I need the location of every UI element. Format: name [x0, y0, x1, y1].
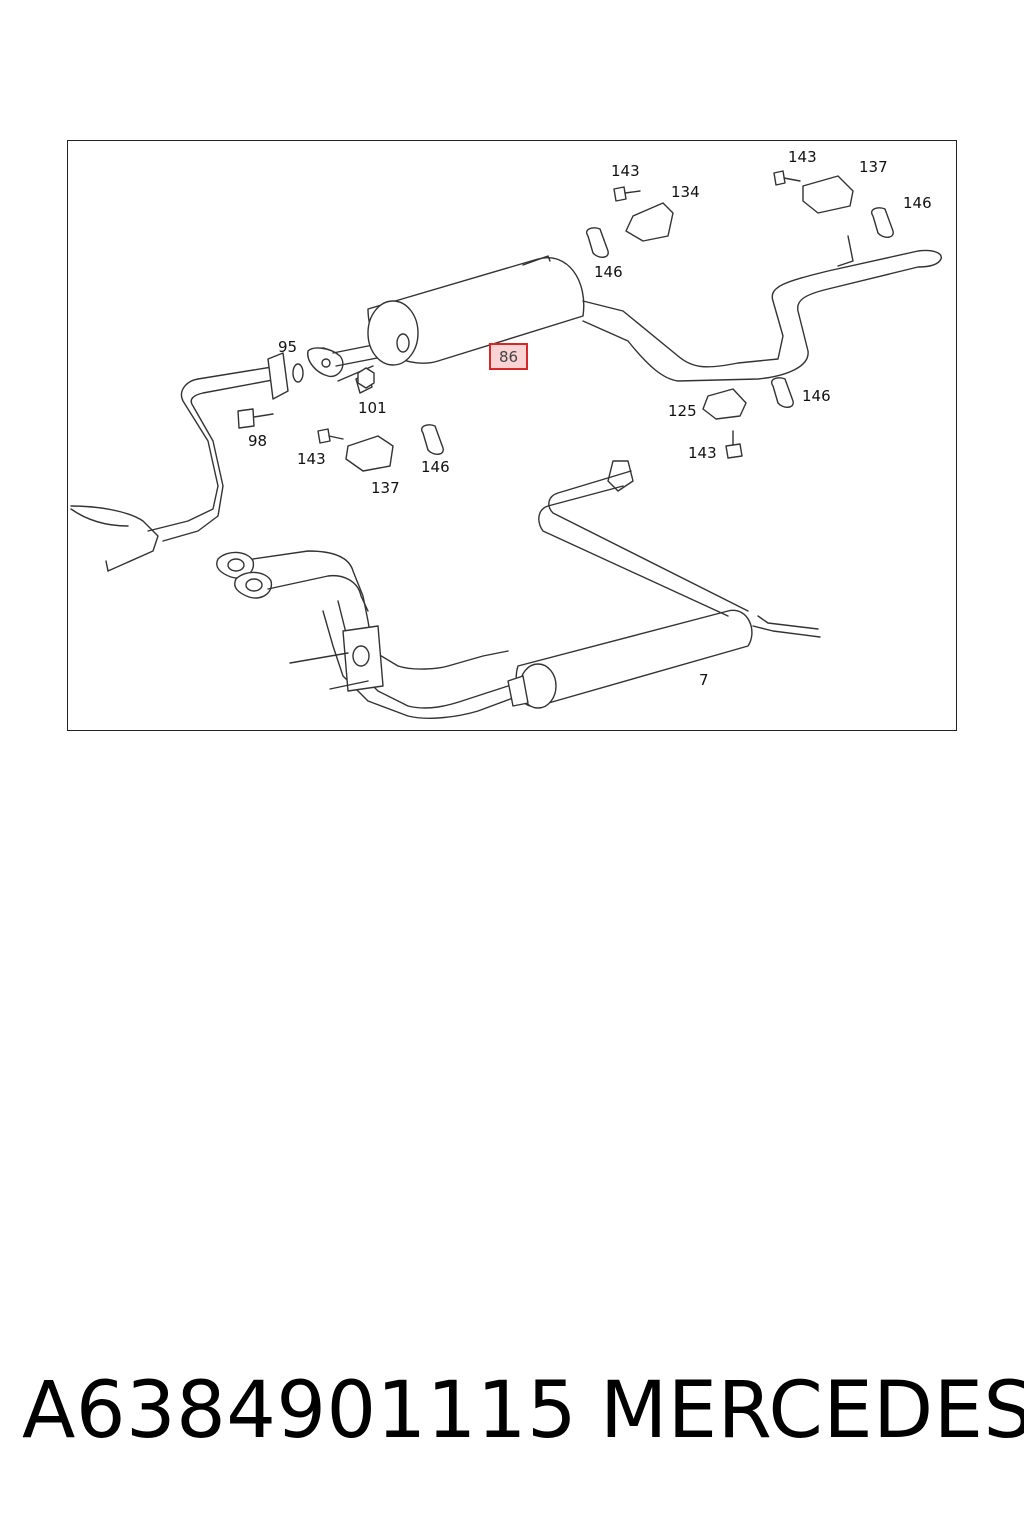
callout-143-c[interactable]: 143 — [297, 450, 326, 468]
rubber-mount — [421, 207, 894, 455]
callout-134[interactable]: 134 — [671, 183, 700, 201]
mounting-bracket — [345, 175, 854, 472]
callout-146-a[interactable]: 146 — [903, 194, 932, 212]
engine-outline — [70, 505, 159, 572]
callout-146-b[interactable]: 146 — [594, 263, 623, 281]
callout-137-b[interactable]: 137 — [371, 479, 400, 497]
part-number: A6384901115 — [22, 1366, 578, 1456]
bolt — [317, 170, 801, 459]
product-caption: A6384901115 MERCEDES — [22, 1366, 1024, 1472]
callout-101[interactable]: 101 — [358, 399, 387, 417]
callout-125[interactable]: 125 — [668, 402, 697, 420]
rear-tailpipe — [582, 249, 942, 382]
callout-143-b[interactable]: 143 — [788, 148, 817, 166]
callout-146-d[interactable]: 146 — [421, 458, 450, 476]
callout-86-highlighted[interactable]: 86 — [489, 343, 529, 370]
front-downpipe — [147, 365, 279, 532]
brand-name: MERCEDES — [600, 1366, 1024, 1456]
callout-143-d[interactable]: 143 — [688, 444, 717, 462]
callout-98[interactable]: 98 — [248, 432, 268, 450]
callout-137-a[interactable]: 137 — [859, 158, 888, 176]
exhaust-parts-diagram: 143 134 143 137 146 146 95 86 101 98 125… — [67, 140, 957, 731]
exhaust-line-drawing — [70, 170, 942, 719]
callout-7[interactable]: 7 — [699, 671, 709, 689]
callout-143-a[interactable]: 143 — [611, 162, 640, 180]
callout-95[interactable]: 95 — [278, 338, 298, 356]
callout-146-c[interactable]: 146 — [802, 387, 831, 405]
